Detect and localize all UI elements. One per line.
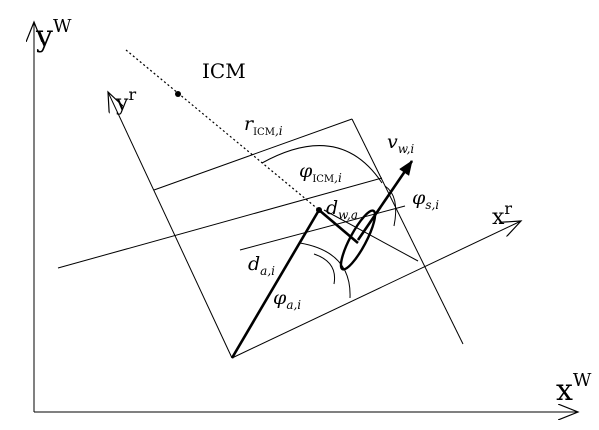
alpha-angle-arc-inner	[313, 253, 336, 285]
icm-angle-label: φICM,i	[299, 160, 342, 185]
steering-angle-arc	[384, 185, 397, 227]
robot-body-right-edge	[351, 118, 464, 345]
arm-length-label: da,i	[248, 253, 275, 278]
icm-label: ICM	[202, 59, 246, 83]
robot-axis-y	[108, 92, 233, 359]
wheel-offset-label: dw,a	[326, 197, 358, 222]
wheel-axis-line	[323, 209, 419, 262]
wheel	[339, 209, 377, 271]
wheel-velocity-label: vw,i	[387, 131, 414, 156]
world-y-label: yW	[35, 16, 72, 54]
icm-radius-line	[125, 49, 320, 211]
icm-angle-arc	[261, 145, 383, 184]
robot-y-label: yr	[115, 85, 136, 116]
icm-point	[175, 91, 181, 97]
icm-radius-label: rICM,i	[244, 113, 283, 138]
arm-angle-label: φa,i	[273, 287, 301, 312]
wheel-velocity-arrow	[356, 160, 414, 241]
robot-x-label: xr	[492, 199, 512, 230]
steering-angle-label: φs,i	[412, 187, 439, 212]
alpha-angle-arc	[299, 242, 351, 299]
wheel-line-upper	[57, 177, 383, 269]
robot-body-top-edge	[153, 118, 353, 191]
arm-link-d-a-i	[230, 209, 321, 359]
robot-axis-x	[231, 221, 521, 359]
world-x-label: xW	[556, 370, 592, 408]
steering-joint-point	[316, 207, 322, 213]
